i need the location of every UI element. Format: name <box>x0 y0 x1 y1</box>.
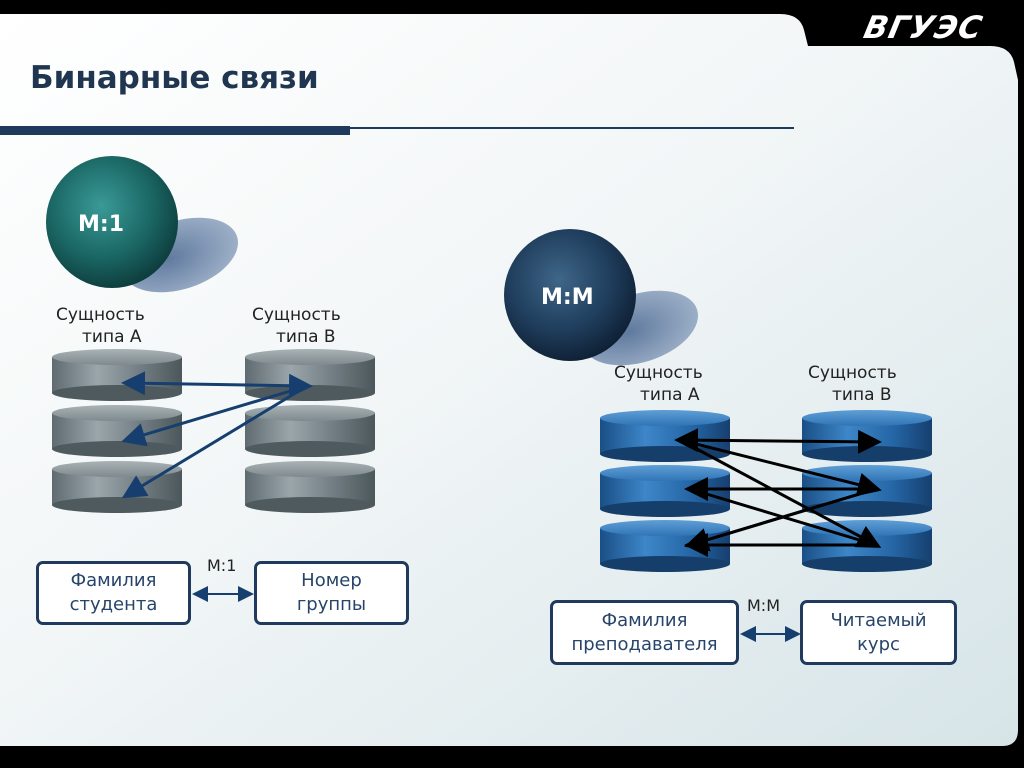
cylinder-b3 <box>245 461 375 513</box>
cylinder-ra2 <box>600 465 730 517</box>
right-attr-b-line1: Читаемый <box>830 609 926 633</box>
left-attr-b-line2: группы <box>297 593 366 617</box>
right-entity-b-line1: Сущность <box>796 362 916 384</box>
m1-circle-label: M:1 <box>78 212 124 237</box>
cylinder-ra1 <box>600 410 730 462</box>
arrow-ra1-rb1 <box>680 440 876 442</box>
right-entity-a-line1: Сущность <box>602 362 722 384</box>
slide-title: Бинарные связи <box>30 60 319 96</box>
left-entity-a-line1: Сущность <box>44 304 164 326</box>
left-entity-a-line2: типа А <box>44 326 164 348</box>
right-attr-box-a: Фамилия преподавателя <box>550 600 739 665</box>
right-attr-a-line1: Фамилия <box>571 609 717 633</box>
cylinder-b1 <box>245 349 375 401</box>
right-entity-b-label: Сущность типа В <box>796 362 916 406</box>
left-relation-label: M:1 <box>207 556 236 575</box>
right-attr-b-line2: курс <box>830 633 926 657</box>
left-entity-a-label: Сущность типа А <box>44 304 164 348</box>
right-attr-a-line2: преподавателя <box>571 633 717 657</box>
cylinder-rb1 <box>802 410 932 462</box>
left-entity-b-line1: Сущность <box>240 304 360 326</box>
left-attr-b-line1: Номер <box>297 569 366 593</box>
left-attr-box-b: Номер группы <box>254 561 409 625</box>
right-attr-box-b: Читаемый курс <box>800 600 957 665</box>
vguesLogo-logo: ВГУЭС <box>860 10 999 50</box>
left-entity-b-line2: типа В <box>240 326 360 348</box>
mm-circle-label: M:M <box>541 285 594 310</box>
cylinder-a1 <box>52 349 182 401</box>
right-entity-a-line2: типа А <box>602 384 722 406</box>
left-entity-b-label: Сущность типа В <box>240 304 360 348</box>
right-entity-b-line2: типа В <box>796 384 916 406</box>
right-relation-label: M:M <box>747 596 780 615</box>
left-attr-box-a: Фамилия студента <box>36 561 191 625</box>
left-attr-a-line1: Фамилия <box>70 569 158 593</box>
left-attr-a-line2: студента <box>70 593 158 617</box>
cylinder-a3 <box>52 461 182 513</box>
cylinder-a2 <box>52 405 182 457</box>
right-entity-a-label: Сущность типа А <box>602 362 722 406</box>
